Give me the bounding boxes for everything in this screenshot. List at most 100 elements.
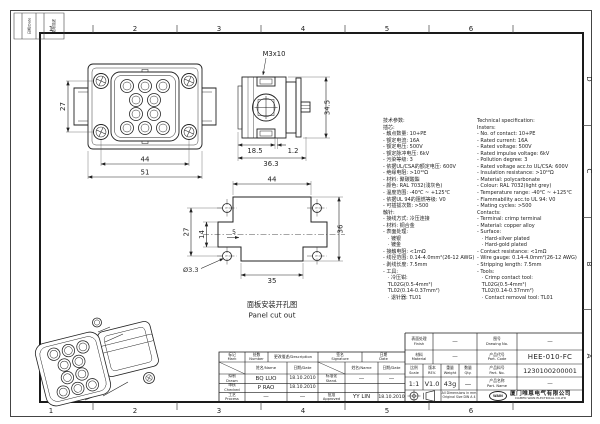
tb-description-label: 更改描述/Description	[273, 354, 313, 359]
projection-symbols	[407, 389, 435, 403]
spec-line-cn: - 接触电阻: <1mΩ	[383, 248, 426, 255]
tb-process-date: —	[299, 394, 306, 400]
spec-line-cn: · 冷压钳:	[383, 275, 408, 282]
corner-table-label: 更改描述	[51, 19, 56, 33]
tb-name-header-2: 姓名/Name	[351, 365, 372, 370]
spec-line-en: Contacts:	[477, 209, 501, 216]
row-label: A	[585, 354, 593, 359]
spec-line-cn: - 工具:	[383, 268, 399, 275]
spec-line-cn: - 额定电流: 16A	[383, 137, 420, 144]
tb-scale-value: 1:1	[408, 379, 420, 388]
spec-line-cn: - 材料: 聚碳酸酯	[383, 176, 420, 183]
spec-line-cn: - 触点数量: 10+PE	[383, 131, 427, 138]
spec-line-cn: · 镀银	[383, 235, 401, 242]
tb-part-code-value: HEE-010-FC	[527, 353, 573, 361]
spec-line-cn: - 材料: 铜合金	[383, 222, 415, 229]
contact-holes	[120, 79, 170, 135]
title-block-grid	[218, 332, 583, 402]
spec-line-en: - Terminal: crimp terminal	[477, 216, 542, 223]
spec-chinese: 技术参数:插芯:- 触点数量: 10+PE- 额定电流: 16A- 额定电压: …	[383, 118, 475, 301]
row-label: C	[585, 169, 593, 174]
spec-line-en: TL02(0.14-0.37mm²)	[477, 288, 534, 295]
dim-cutout-44: 44	[268, 176, 277, 184]
view-front: 27 44 51	[59, 63, 217, 179]
col-label: 1	[49, 407, 53, 415]
spec-line-cn: 插芯:	[383, 124, 395, 131]
tb-stand-date: —	[388, 375, 395, 382]
col-label: 6	[469, 407, 474, 415]
spec-line-en: - Wire gauge: 0.14-4.0mm²(26-12 AWG)	[477, 255, 577, 262]
spec-line-cn: - 剥线长度: 7.5mm	[383, 262, 428, 269]
spec-line-en: - Rated impulse voltage: 6kV	[477, 150, 550, 157]
col-label: 5	[385, 407, 389, 415]
spec-line-cn: - 接线方式: 冷压连接	[383, 216, 430, 223]
spec-line-cn: - 污染等级: 3	[383, 157, 413, 164]
dim-cutout-14: 14	[198, 230, 206, 239]
spec-line-cn: - 依据UL 94的阻燃等级: V0	[383, 196, 446, 203]
frame-coordinates: 1 2 3 4 5 6 1 2 3 4 5 6 D C B A 日期/Date …	[27, 18, 594, 415]
col-label: 5	[385, 25, 389, 33]
dim-side-36-3: 36.3	[263, 160, 278, 168]
tb-checked-name: P RAO	[257, 384, 275, 391]
dim-front-44: 44	[141, 156, 150, 164]
tb-stand-name: —	[358, 375, 365, 382]
spec-english: Technical specification:Insters:- No. of…	[477, 118, 581, 301]
spec-line-en: · Hard-silver plated	[477, 235, 530, 242]
spec-line-cn: · 退针器: TL01	[383, 294, 422, 301]
spec-line-cn: TL02(0.14-0.37mm²)	[383, 288, 440, 295]
spec-line-en: - Material: copper alloy	[477, 222, 535, 229]
spec-line-cn: 触针:	[383, 209, 395, 216]
spec-line-en: - Rated current: 16A	[477, 137, 528, 144]
tb-process-name: —	[263, 394, 269, 400]
spec-line-cn: 技术参数:	[383, 118, 405, 124]
spec-line-en: - Flammability acc.to UL 94: V0	[477, 196, 556, 203]
tb-company: WAIN 厦门唯恩电气有限公司 XIAMEN WAIN ELECTRICAL C…	[477, 390, 583, 402]
col-label: 2	[133, 25, 137, 33]
dim-front-51: 51	[141, 169, 150, 177]
row-label: B	[585, 262, 593, 267]
spec-line-cn: - 温度范围: -40℃ ~ +125℃	[383, 190, 451, 197]
corner-screws	[93, 73, 197, 140]
tb-qty-value: —	[464, 379, 472, 388]
spec-line-en: - Colour: RAL 7032(light grey)	[477, 183, 552, 190]
spec-line-en: - Contact resistance: <1mΩ	[477, 248, 547, 255]
spec-line-en: - Surface:	[477, 229, 502, 236]
spec-line-en: - No. of contact: 10+PE	[477, 131, 536, 138]
tb-checked-date: 18.10.2010	[289, 385, 316, 390]
col-label: 2	[133, 407, 137, 415]
spec-line-cn: - 可插拔次数: >500	[383, 203, 429, 210]
spec-line-en: · Contact removal tool: TL01	[477, 294, 553, 301]
sheet-border	[10, 10, 592, 417]
spec-line-cn: - 绝缘电阻: >10¹⁰Ω	[383, 170, 429, 177]
view-side: M3x10 34.5 18.5 1.2 36.3	[237, 50, 332, 168]
tb-name-header: 姓名/Name	[255, 365, 277, 370]
cutout-caption-cn: 面板安装开孔图	[247, 300, 297, 309]
spec-line-en: - Rated voltage: 500V	[477, 144, 532, 151]
spec-line-cn: - 表面处理:	[383, 229, 409, 236]
spec-line-en: - Material: polycarbonate	[477, 176, 540, 183]
row-label: D	[585, 76, 593, 81]
tb-material-value: —	[452, 354, 458, 360]
spec-line-en: Insters:	[477, 124, 496, 131]
spec-line-cn: - 依据UL/CSA的额定电压: 600V	[383, 163, 456, 170]
tb-part-name-value: —	[547, 380, 553, 387]
dim-cutout-5: 5	[232, 229, 236, 236]
spec-line-cn: - 线径范围: 0.14-4.0mm²(26-12 AWG)	[383, 255, 475, 262]
spec-line-en: TL02G(0.5-4mm²)	[477, 281, 527, 288]
spec-line-cn: TL02G(0.5-4mm²)	[383, 281, 433, 288]
spec-line-en: · Hard-gold plated	[477, 242, 527, 249]
